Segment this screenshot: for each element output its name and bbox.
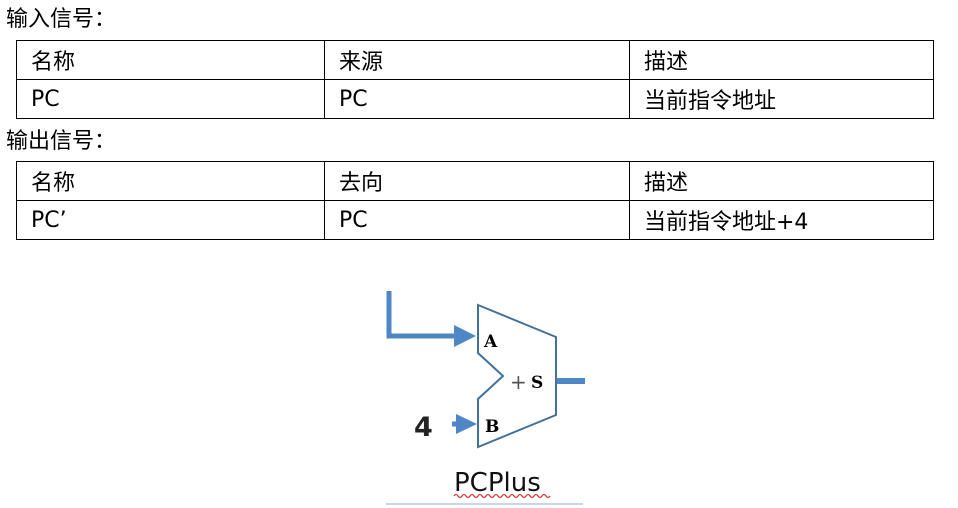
- input-signals-heading: 输入信号：: [6, 7, 117, 32]
- cell-description: 当前指令地址+4: [629, 200, 934, 240]
- port-s-label: S: [531, 373, 543, 393]
- header-description: 描述: [629, 161, 934, 201]
- header-name: 名称: [16, 161, 325, 201]
- table-row: PC PC 当前指令地址: [16, 79, 934, 119]
- input-a-arrow: [454, 325, 476, 347]
- header-destination: 去向: [324, 161, 630, 201]
- port-a-label: A: [483, 332, 498, 352]
- constant-input-label: 4: [414, 412, 433, 443]
- pcplus-adder-diagram: A + S B 4 PCPlus: [386, 291, 585, 505]
- header-description: 描述: [629, 40, 934, 80]
- input-a-wire: [386, 291, 458, 339]
- port-b-label: B: [485, 417, 499, 437]
- output-signals-heading: 输出信号：: [6, 129, 117, 154]
- cell-destination: PC: [324, 200, 630, 240]
- cell-name: PC’: [16, 200, 325, 240]
- cell-name: PC: [16, 79, 325, 119]
- header-source: 来源: [324, 40, 630, 80]
- table-header-row: 名称 去向 描述: [16, 161, 934, 201]
- cell-source: PC: [324, 79, 630, 119]
- output-signals-table: 名称 去向 描述 PC’ PC 当前指令地址+4: [16, 161, 934, 240]
- spellcheck-squiggle: [453, 493, 551, 499]
- component-caption: PCPlus: [454, 468, 541, 498]
- cell-description: 当前指令地址: [629, 79, 934, 119]
- input-b-arrow: [456, 414, 477, 434]
- adder-op-symbol: +: [510, 370, 527, 394]
- header-name: 名称: [16, 40, 325, 80]
- table-header-row: 名称 来源 描述: [16, 40, 934, 80]
- input-signals-table: 名称 来源 描述 PC PC 当前指令地址: [16, 40, 934, 119]
- table-row: PC’ PC 当前指令地址+4: [16, 200, 934, 240]
- adder-body: [477, 303, 557, 449]
